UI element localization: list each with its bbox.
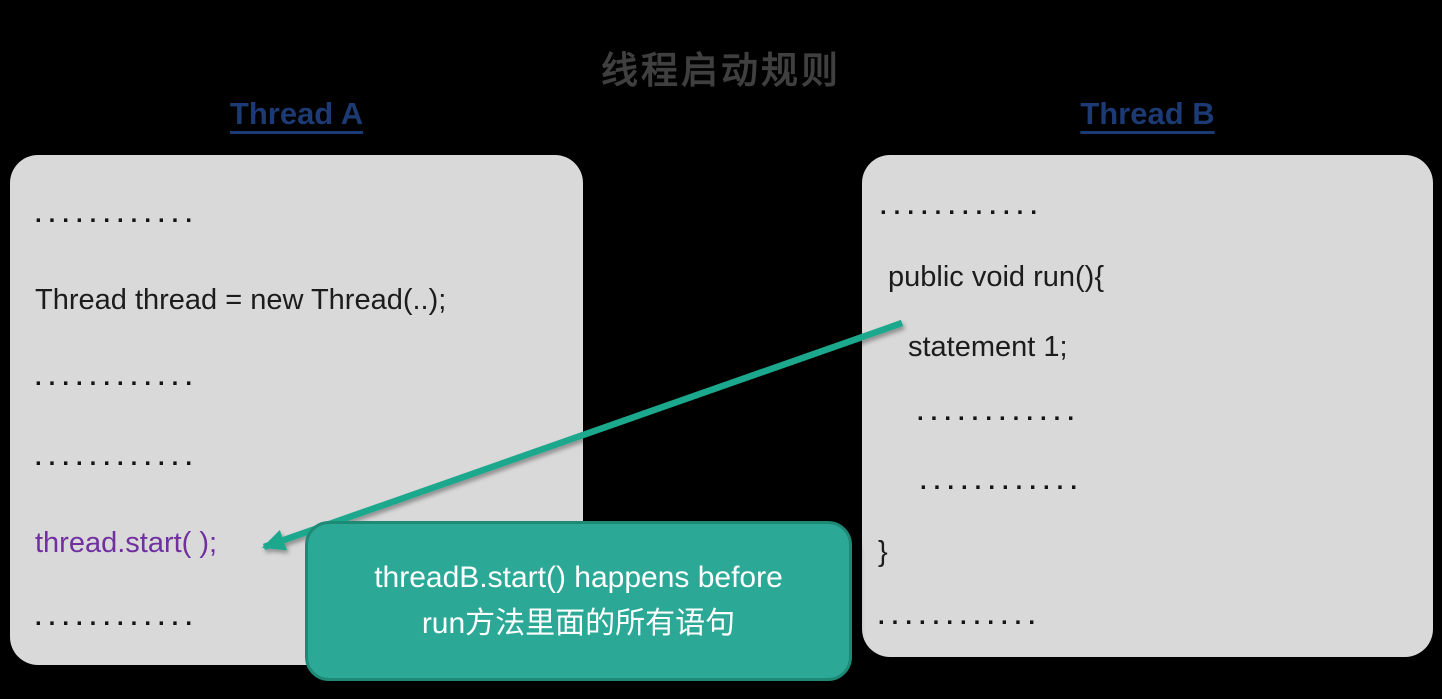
code-line-dots: ............ [920, 468, 1085, 495]
diagram-title: 线程启动规则 [601, 50, 841, 91]
happens-before-callout: threadB.start() happens before run方法里面的所… [305, 521, 852, 681]
code-line-dots: ............ [917, 399, 1082, 426]
code-line-dots: ............ [35, 364, 200, 391]
thread-a-label: Thread A [229, 96, 364, 131]
code-line-thread-start: thread.start( ); [35, 527, 218, 559]
code-line-close-brace: } [878, 536, 888, 568]
code-line-dots: ............ [35, 604, 200, 631]
code-line-dots: ............ [880, 193, 1045, 220]
callout-line-2: run方法里面的所有语句 [421, 607, 736, 640]
code-line-dots: ............ [35, 444, 200, 471]
code-line-statement: statement 1; [908, 331, 1068, 363]
thread-b-box: ............ public void run(){ statemen… [862, 155, 1433, 657]
code-line-dots: ............ [35, 201, 200, 228]
thread-b-label: Thread B [1080, 96, 1215, 131]
code-line-new-thread: Thread thread = new Thread(..); [35, 284, 447, 316]
callout-line-1: threadB.start() happens before [374, 561, 783, 594]
code-line-dots: ............ [878, 603, 1043, 630]
code-line-run-method: public void run(){ [888, 261, 1104, 293]
